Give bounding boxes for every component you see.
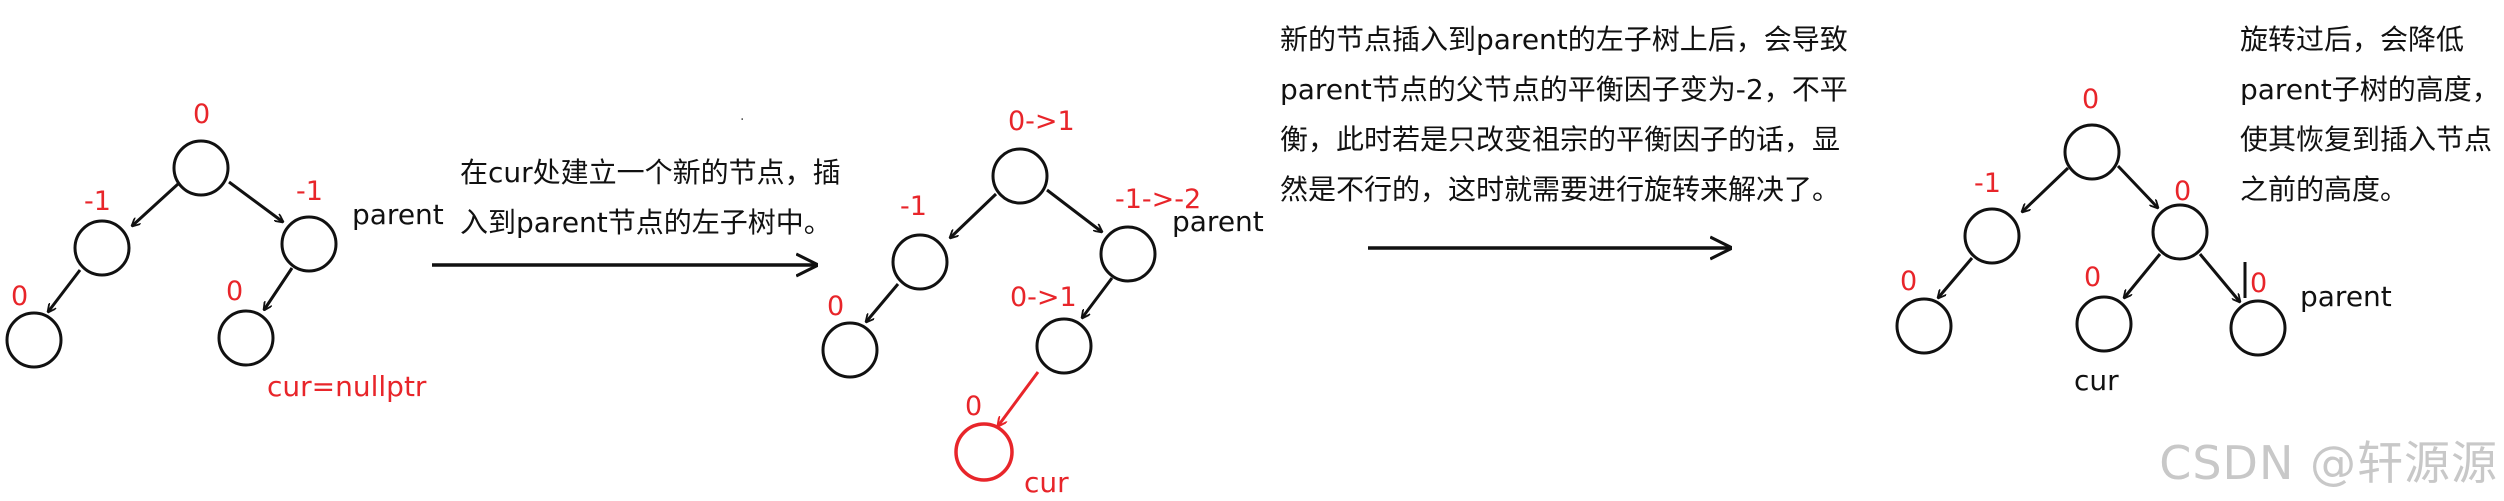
new-node: [954, 422, 1014, 482]
edge-root-parent: [228, 180, 283, 222]
parent-balance-factor: -1->-2: [1115, 184, 1201, 215]
left-child-balance-factor: 0: [1900, 266, 1917, 297]
root-balance-factor: 0: [2082, 84, 2099, 115]
left-child-node: [5, 311, 63, 369]
root-node: [991, 147, 1049, 205]
cur-label: cur: [2074, 364, 2119, 397]
edge-left-child: [866, 283, 900, 322]
left-balance-factor: -1: [900, 191, 927, 222]
root-node: [172, 139, 230, 197]
parent-label: parent: [2300, 280, 2392, 313]
cur-label: cur: [1024, 466, 1069, 499]
left-balance-factor: -1: [1974, 168, 2001, 199]
tree-after-rotation: 0 -1 0 0 0 0 parent cur: [1895, 84, 2392, 397]
caption-rotation: 旋转过后，会降低 parent子树的高度， 使其恢复到插入节点 之前的高度。: [2240, 15, 2500, 215]
left-child-node: [1895, 297, 1953, 355]
parent-balance-factor: -1: [296, 176, 323, 207]
caption-line: 然是不行的，这时就需要进行旋转来解决了。: [1280, 173, 1841, 206]
caption-line: 衡，此时若是只改变祖宗的平衡因子的话，显: [1280, 123, 1841, 156]
edge-root-right: [2116, 164, 2158, 208]
parent-child-balance-factor: 0: [226, 276, 243, 307]
parent-child-node: [217, 309, 275, 367]
left-child-balance-factor: 0: [11, 281, 28, 312]
caption-line: 新的节点插入到parent的左子树上后，会导致: [1280, 23, 1848, 56]
parent-label: parent: [1172, 205, 1264, 238]
caption-insert: 在cur处建立一个新的节点，插 入到parent节点的左子树中。: [460, 148, 841, 248]
cur-balance-factor: 0: [2084, 262, 2101, 293]
parent-balance-factor: 0: [2250, 268, 2267, 299]
parent-node: [280, 215, 338, 273]
edge-parent-child: [1082, 277, 1114, 318]
caption-line: 旋转过后，会降低: [2240, 23, 2465, 56]
parent-node: [1099, 225, 1157, 283]
caption-line: 使其恢复到插入节点: [2240, 123, 2493, 156]
root-balance-factor: 0: [193, 99, 210, 130]
left-node: [891, 233, 949, 291]
edge-left-child: [48, 269, 82, 312]
edge-root-left: [950, 192, 998, 238]
caption-line: parent子树的高度，: [2240, 73, 2500, 106]
edge-right-parent: [2198, 253, 2240, 302]
watermark: CSDN @轩源源: [2159, 436, 2498, 490]
right-balance-factor: 0: [2174, 176, 2191, 207]
new-node-balance-factor: 0: [965, 391, 982, 422]
root-node: [2063, 123, 2121, 181]
left-child-balance-factor: 0: [827, 291, 844, 322]
parent-child-balance-factor: 0->1: [1010, 282, 1077, 313]
edge-parent-child: [264, 267, 294, 310]
parent-child-node: [1035, 317, 1093, 375]
edge-root-parent: [1046, 188, 1102, 232]
dot-mark: ·: [740, 112, 744, 128]
left-child-node: [821, 321, 879, 379]
parent-label: parent: [352, 198, 444, 231]
edge-new-node: [998, 371, 1040, 426]
tree-after-insert: 0->1 -1 -1->-2 0 0->1 0 parent cur: [821, 106, 1264, 499]
cur-label: cur=nullptr: [267, 370, 427, 403]
left-node: [73, 219, 131, 277]
left-balance-factor: -1: [84, 186, 111, 217]
tree-before-insert: 0 -1 -1 0 0 parent cur=nullptr: [5, 99, 444, 403]
caption-line: parent节点的父节点的平衡因子变为-2，不平: [1280, 73, 1848, 106]
edge-root-left: [2022, 166, 2070, 212]
caption-line: 之前的高度。: [2240, 173, 2409, 206]
caption-line: 在cur处建立一个新的节点，插: [460, 156, 841, 189]
edge-root-left: [132, 182, 180, 226]
parent-node: [2151, 203, 2209, 261]
left-node: [1963, 207, 2021, 265]
edge-left-child: [1938, 257, 1974, 298]
caption-line: 入到parent节点的左子树中。: [460, 206, 832, 239]
rotated-parent-node: [2229, 299, 2287, 357]
root-balance-factor: 0->1: [1008, 106, 1075, 137]
caption-imbalance: 新的节点插入到parent的左子树上后，会导致 parent节点的父节点的平衡因…: [1280, 15, 1848, 215]
cur-node: [2075, 295, 2133, 353]
edge-right-cur: [2124, 253, 2162, 298]
